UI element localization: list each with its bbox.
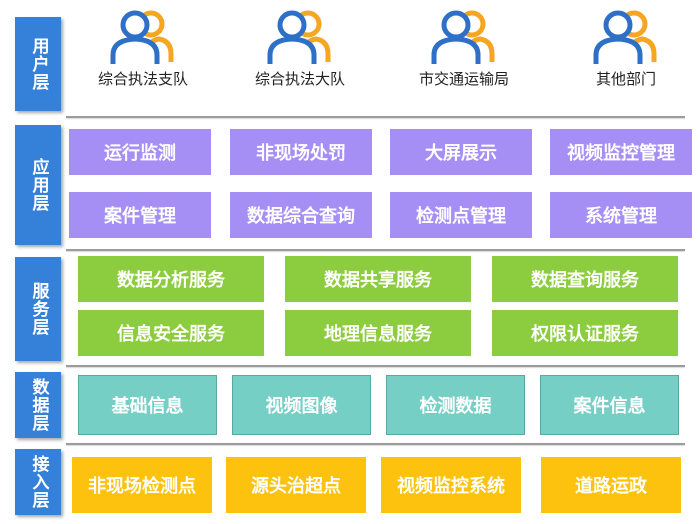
user-item: 综合执法支队 bbox=[68, 8, 218, 89]
layer-label-access: 接入层 bbox=[15, 449, 61, 515]
service-box-auth: 权限认证服务 bbox=[492, 310, 678, 356]
data-box-video-image: 视频图像 bbox=[232, 375, 371, 435]
app-box-video-management: 视频监控管理 bbox=[550, 129, 692, 175]
user-item: 其他部门 bbox=[551, 8, 700, 89]
app-box-checkpoint-management: 检测点管理 bbox=[390, 192, 532, 238]
access-box-road-transport: 道路运政 bbox=[541, 457, 681, 513]
layer-label-user: 用户层 bbox=[15, 17, 61, 111]
user-group-icon bbox=[593, 10, 657, 64]
data-box-basic-info: 基础信息 bbox=[78, 375, 217, 435]
data-box-detection-data: 检测数据 bbox=[386, 375, 525, 435]
user-item: 市交通运输局 bbox=[389, 8, 539, 89]
service-box-sharing: 数据共享服务 bbox=[285, 256, 471, 302]
app-box-data-query: 数据综合查询 bbox=[230, 192, 372, 238]
service-box-geo: 地理信息服务 bbox=[285, 310, 471, 356]
separator-app-service bbox=[66, 249, 685, 251]
user-item: 综合执法大队 bbox=[225, 8, 375, 89]
access-box-offsite-checkpoint: 非现场检测点 bbox=[72, 457, 212, 513]
layer-label-service: 服务层 bbox=[15, 257, 61, 361]
separator-service-data bbox=[66, 365, 685, 367]
separator-user-app bbox=[66, 116, 685, 118]
app-box-big-screen: 大屏展示 bbox=[390, 129, 532, 175]
app-box-case-management: 案件管理 bbox=[69, 192, 211, 238]
user-label: 综合执法大队 bbox=[254, 70, 345, 88]
user-label: 综合执法支队 bbox=[97, 70, 188, 88]
service-box-analysis: 数据分析服务 bbox=[78, 256, 264, 302]
service-box-query: 数据查询服务 bbox=[492, 256, 678, 302]
app-box-offsite-penalty: 非现场处罚 bbox=[230, 129, 372, 175]
layer-label-application: 应用层 bbox=[15, 125, 61, 245]
access-box-source-control: 源头治超点 bbox=[226, 457, 366, 513]
user-label: 其他部门 bbox=[595, 70, 656, 88]
app-box-system-management: 系统管理 bbox=[550, 192, 692, 238]
user-label: 市交通运输局 bbox=[418, 70, 509, 88]
separator-data-access bbox=[66, 443, 685, 445]
app-box-monitoring: 运行监测 bbox=[69, 129, 211, 175]
access-box-video-system: 视频监控系统 bbox=[381, 457, 521, 513]
data-box-case-info: 案件信息 bbox=[540, 375, 679, 435]
service-box-security: 信息安全服务 bbox=[78, 310, 264, 356]
user-group-icon bbox=[431, 10, 495, 64]
user-group-icon bbox=[110, 10, 174, 64]
user-group-icon bbox=[267, 10, 331, 64]
layer-label-data: 数据层 bbox=[15, 372, 61, 438]
